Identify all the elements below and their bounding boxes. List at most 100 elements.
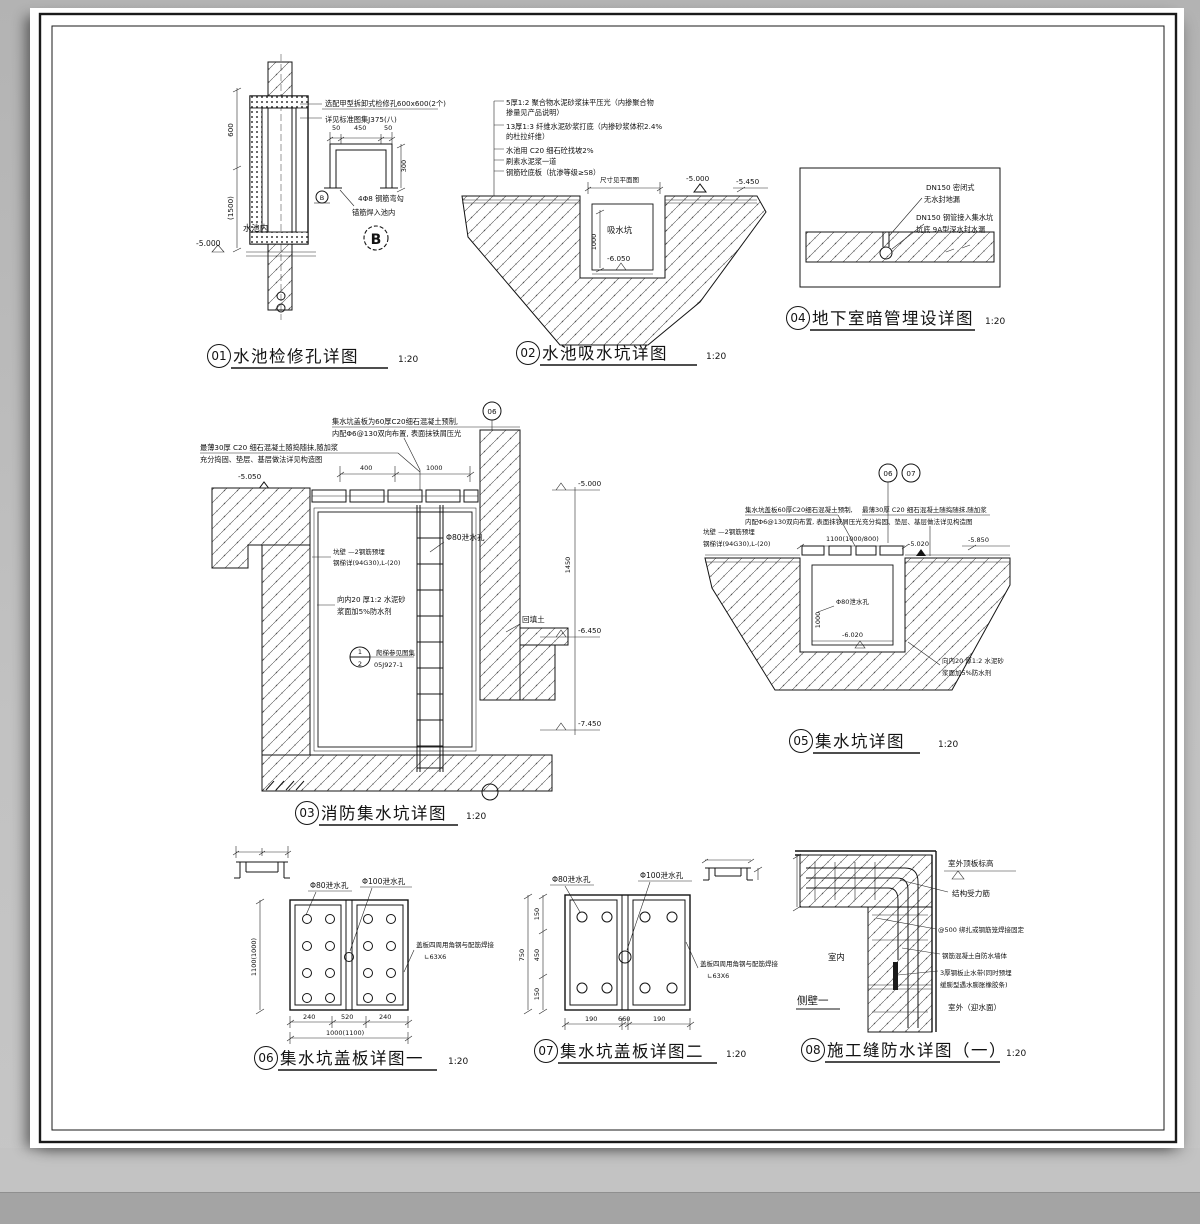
d08-label-1: 结构受力筋 [952, 888, 990, 898]
d05-drain: Φ80泄水孔 [836, 597, 869, 606]
d01-vdim-1500: (1500) [226, 196, 235, 220]
detail-01-inspection-hole-section: 600 (1500) -5.000 水池内 选配甲型拆卸式检修孔600x600(… [196, 54, 446, 320]
d03-ladder-ref-0: 爬梯参见图集 [376, 648, 416, 657]
title-01-scale: 1:20 [398, 355, 418, 365]
title-03-num: 03 [299, 806, 314, 820]
d03-bubble-top: 1 [358, 648, 362, 656]
d08-label-6: 室外（迎水面） [948, 1002, 1001, 1012]
d01-ch-dim-h: 300 [400, 160, 408, 172]
d03-dim2: 1000 [426, 464, 443, 472]
title-04-scale: 1:20 [985, 317, 1005, 327]
title-05: 05 集水坑详图 1:20 [789, 729, 958, 754]
d03-bubble-bot: 2 [358, 660, 362, 668]
d05-note-left-1: 内配Φ6@130双向布置, 表面抹铁屑压光 [745, 517, 862, 526]
d02-note-5: 刷素水泥浆一道 [506, 157, 556, 166]
d05-vdim: 1000 [814, 612, 822, 629]
d03-drain-label: Φ80泄水孔 [446, 532, 485, 542]
d08-label-3: 钢筋混凝土自防水墙体 [942, 951, 1008, 960]
d06-bdim-1: 520 [341, 1013, 353, 1021]
title-08-num: 08 [805, 1043, 820, 1057]
d05-mortar-0: 向内20 厚1:2 水泥砂 [942, 656, 1004, 665]
d06-bolt-holes [302, 914, 396, 1003]
d05-elev-right: -5.850 [968, 536, 989, 544]
d05-elev-mid: -5.020 [908, 540, 929, 548]
title-04: 04 地下室暗管埋设详图 1:20 [786, 306, 1005, 331]
d03-note-top-0: 集水坑盖板为60厚C20细石混凝土预制, [332, 417, 458, 426]
d07-bdim-2: 190 [653, 1015, 665, 1023]
detail-07-cover-plate-plan-two: Φ80泄水孔 Φ100泄水孔 盖板四周用角钢与配筋焊接 ∟63X6 150 45… [518, 858, 779, 1030]
d08-label-5: 缓膨型遇水膨胀橡胶条) [940, 980, 1008, 989]
d05-elev-pit: -6.020 [842, 631, 863, 639]
d02-note-2: 13厚1:3 纤维水泥砂浆打底（内掺砂浆体积2.4% [506, 122, 662, 131]
d07-hole1-label: Φ80泄水孔 [552, 874, 591, 884]
title-06-scale: 1:20 [448, 1057, 468, 1067]
detail-03-fire-collection-pit-section: 集水坑盖板为60厚C20细石混凝土预制, 内配Φ6@130双向布置, 表面抹铁屑… [200, 401, 602, 801]
d07-vdim-0: 150 [533, 908, 541, 920]
d06-vdim: 1100(1000) [250, 938, 258, 976]
d03-backfill: 回填土 [522, 614, 545, 624]
d02-note-3: 的杜拉纤维） [506, 132, 549, 141]
d03-mortar-note-1: 浆面加5%防水剂 [337, 607, 392, 616]
d08-side-label: 侧壁一 [797, 994, 829, 1007]
title-04-num: 04 [790, 311, 805, 325]
title-05-label: 集水坑详图 [815, 732, 905, 751]
d05-ref2: 07 [906, 469, 915, 478]
d02-pit-label: 吸水坑 [607, 225, 633, 235]
title-08-label: 施工缝防水详图（一） [827, 1041, 1007, 1060]
d01-note1: 选配甲型拆卸式检修孔600x600(2个) [325, 99, 446, 108]
d03-wall-note-1: 钢梯详(94G30),L-(20) [333, 558, 400, 567]
detail-04-buried-pipe-detail: DN150 密闭式 无水封地漏 DN150 钢管接入集水坑 坑底 9A型深水封水… [799, 167, 1001, 288]
d03-wall-note-0: 坑壁 —2钢筋预埋 [333, 547, 385, 556]
detail-titles: 01 水池检修孔详图 1:20 02 水池吸水坑详图 1:20 03 消防集水坑… [207, 306, 1026, 1071]
d06-weld-note-0: 盖板四周用角钢与配筋焊接 [416, 940, 495, 949]
d05-mortar-1: 浆面加5%防水剂 [942, 668, 991, 677]
page-lower-margin [0, 1148, 1200, 1192]
d03-elev-r2: -6.450 [578, 626, 602, 635]
detail-02-suction-pit-section: 5厚1:2 聚合物水泥砂浆抹平压光（内掺聚合物 掺量见产品说明） 13厚1:3 … [461, 98, 768, 346]
d07-bdim-1: 660 [618, 1015, 630, 1023]
title-03: 03 消防集水坑详图 1:20 [295, 801, 486, 826]
title-08: 08 施工缝防水详图（一） 1:20 [801, 1038, 1026, 1063]
d07-vdim-total: 750 [518, 949, 526, 961]
d06-hole2-label: Φ100泄水孔 [362, 876, 406, 886]
d04-note-0: DN150 密闭式 [926, 183, 974, 192]
d06-bdim-total: 1000(1100) [326, 1029, 364, 1037]
d02-note-0: 5厚1:2 聚合物水泥砂浆抹平压光（内掺聚合物 [506, 98, 654, 107]
title-02-num: 02 [520, 346, 535, 360]
d08-interior-label: 室内 [828, 952, 845, 962]
d02-elev-top: -5.000 [686, 174, 710, 183]
page-footer-strip [0, 1192, 1200, 1224]
d01-note2: 详见标准图集J375(八) [325, 115, 397, 124]
d03-elev-r3: -7.450 [578, 719, 602, 728]
title-02: 02 水池吸水坑详图 1:20 [516, 341, 726, 366]
d08-label-2: @500 绑扎或钢筋笼焊接固定 [938, 925, 1024, 934]
title-03-label: 消防集水坑详图 [321, 804, 447, 823]
title-03-scale: 1:20 [466, 812, 486, 822]
d01-section-mark-big: B [371, 232, 382, 248]
title-05-num: 05 [793, 734, 808, 748]
d07-bolt-holes [576, 911, 678, 994]
d07-vdim-2: 150 [533, 988, 541, 1000]
d01-ch-note2: 锚筋焊入池内 [352, 208, 395, 217]
d03-dim1: 400 [360, 464, 372, 472]
d01-pool-label: 水池内 [243, 223, 268, 233]
title-06: 06 集水坑盖板详图一 1:20 [254, 1046, 468, 1071]
title-01-num: 01 [211, 349, 226, 363]
d01-ch-note1: 4Φ8 钢筋弯勾 [358, 194, 404, 203]
d06-bdim-2: 240 [379, 1013, 391, 1021]
d03-elev-r1: -5.000 [578, 479, 602, 488]
d03-note-top-1: 内配Φ6@130双向布置, 表面抹铁屑压光 [332, 429, 461, 438]
d05-note-right-0: 最薄30厚 C20 细石混凝土随捣随抹,随加浆 [862, 505, 987, 514]
d02-vdim: 1000 [590, 234, 598, 251]
title-07: 07 集水坑盖板详图二 1:20 [534, 1039, 746, 1064]
d07-hole2-label: Φ100泄水孔 [640, 870, 684, 880]
title-07-label: 集水坑盖板详图二 [560, 1042, 704, 1061]
d01-ch-dim-r: 50 [384, 124, 392, 132]
title-01-label: 水池检修孔详图 [233, 347, 359, 366]
sheet-border-frame [38, 12, 1178, 1144]
title-02-label: 水池吸水坑详图 [542, 344, 668, 363]
d05-note-right-1: 充分捣固、垫层、基层做法详见构造图 [862, 517, 973, 526]
title-06-num: 06 [258, 1051, 273, 1065]
